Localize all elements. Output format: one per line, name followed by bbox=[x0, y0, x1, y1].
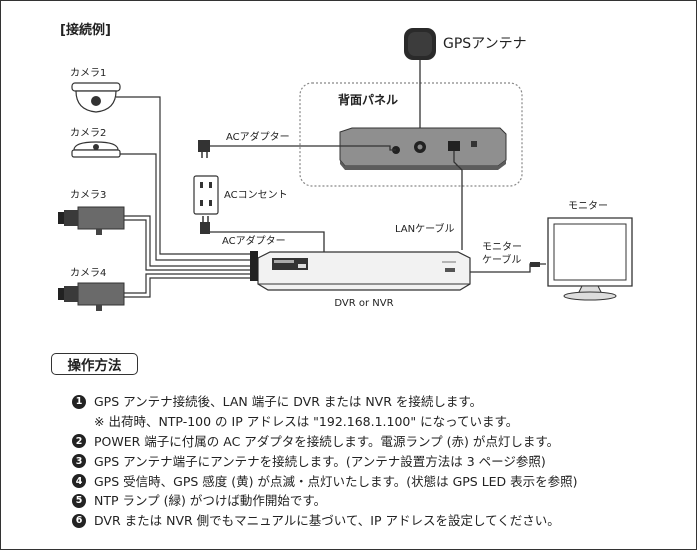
step-number-badge: 2 bbox=[72, 434, 86, 449]
dome-camera-2-icon bbox=[71, 141, 121, 158]
camera-connectors bbox=[250, 251, 258, 281]
lan-port-icon bbox=[448, 141, 460, 151]
gps-antenna-label: GPSアンテナ bbox=[443, 36, 527, 52]
back-panel-box bbox=[299, 82, 523, 187]
step-text: GPS 受信時、GPS 感度 (黄) が点滅・点灯いたします。(状態は GPS … bbox=[94, 473, 578, 489]
method-note: ※ 出荷時、NTP-100 の IP アドレスは "192.168.1.100"… bbox=[72, 412, 682, 432]
method-step: 4 GPS 受信時、GPS 感度 (黄) が点滅・点灯いたします。(状態は GP… bbox=[72, 471, 682, 491]
section-title: [接続例] bbox=[60, 22, 111, 38]
camera-cables bbox=[116, 96, 250, 298]
back-panel-label: 背面パネル bbox=[338, 92, 398, 107]
step-number-badge: 5 bbox=[72, 493, 86, 508]
method-step: 5 NTP ランプ (緑) がつけば動作開始です。 bbox=[72, 491, 682, 511]
connection-diagram: [接続例] 背面パネル GPSアンテナ ACアダプター ACコンセント bbox=[58, 22, 633, 311]
step-text: DVR または NVR 側でもマニュアルに基づいて、IP アドレスを設定してくだ… bbox=[94, 513, 560, 529]
dome-camera-1-icon bbox=[71, 82, 121, 113]
note-text: ※ 出荷時、NTP-100 の IP アドレスは "192.168.1.100"… bbox=[94, 414, 519, 430]
gps-antenna-icon bbox=[404, 28, 436, 142]
ac-adapter-top-label: ACアダプター bbox=[226, 130, 290, 143]
step-text: NTP ランプ (緑) がつけば動作開始です。 bbox=[94, 493, 327, 509]
step-number-badge: 6 bbox=[72, 513, 86, 528]
ac-outlet-icon bbox=[193, 175, 219, 215]
box-camera-4-icon bbox=[58, 282, 125, 311]
step-text: POWER 端子に付属の AC アダプタを接続します。電源ランプ (赤) が点灯… bbox=[94, 433, 560, 449]
method-steps: 1 GPS アンテナ接続後、LAN 端子に DVR または NVR を接続します… bbox=[72, 392, 682, 531]
step-text: GPS アンテナ接続後、LAN 端子に DVR または NVR を接続します。 bbox=[94, 394, 483, 410]
box-camera-3-icon bbox=[58, 206, 125, 235]
ac-adapter-bottom-label: ACアダプター bbox=[222, 234, 286, 247]
step-number-badge: 1 bbox=[72, 394, 86, 409]
step-number-badge: 4 bbox=[72, 474, 86, 489]
step-number-badge: 3 bbox=[72, 454, 86, 469]
ac-adapter-top-icon bbox=[198, 140, 396, 158]
method-title: 操作方法 bbox=[51, 353, 138, 375]
lan-cable bbox=[453, 151, 463, 250]
step-text: GPS アンテナ端子にアンテナを接続します。(アンテナ設置方法は 3 ページ参照… bbox=[94, 453, 546, 469]
camera-1-label: カメラ1 bbox=[70, 67, 106, 79]
ac-outlet-label: ACコンセント bbox=[224, 189, 288, 201]
monitor-cable bbox=[470, 262, 546, 273]
lan-cable-label: LANケーブル bbox=[395, 222, 455, 235]
method-step: 2 POWER 端子に付属の AC アダプタを接続します。電源ランプ (赤) が… bbox=[72, 432, 682, 452]
method-step: 1 GPS アンテナ接続後、LAN 端子に DVR または NVR を接続します… bbox=[72, 392, 682, 412]
monitor-icon bbox=[547, 217, 633, 301]
camera-3-label: カメラ3 bbox=[70, 189, 106, 201]
method-step: 3 GPS アンテナ端子にアンテナを接続します。(アンテナ設置方法は 3 ページ… bbox=[72, 451, 682, 471]
method-step: 6 DVR または NVR 側でもマニュアルに基づいて、IP アドレスを設定して… bbox=[72, 511, 682, 531]
dvr-nvr-label: DVR or NVR bbox=[334, 298, 393, 309]
camera-4-label: カメラ4 bbox=[70, 267, 106, 279]
monitor-cable-label-2: ケーブル bbox=[482, 253, 521, 266]
monitor-cable-label-1: モニター bbox=[482, 241, 522, 253]
camera-2-label: カメラ2 bbox=[70, 127, 106, 139]
monitor-label: モニター bbox=[568, 200, 608, 212]
ntp-device bbox=[339, 127, 507, 170]
dvr-nvr-device bbox=[257, 251, 471, 291]
